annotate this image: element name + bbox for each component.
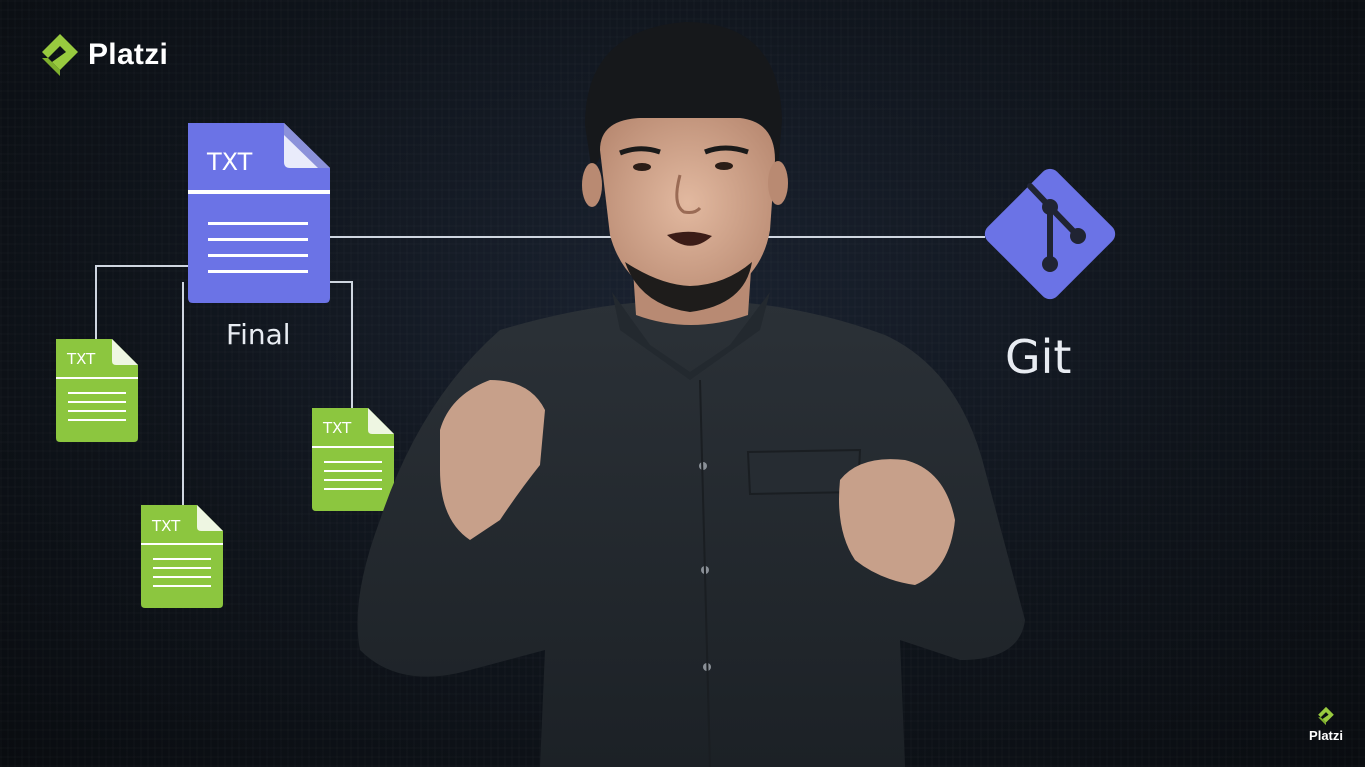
git-logo-icon [984,168,1116,300]
corner-logo-text: Platzi [1309,728,1343,743]
version-file-1-icon [56,339,138,442]
presenter-hair [585,22,782,172]
corner-watermark-logo: Platzi [1309,706,1343,743]
presenter-right-hand [839,459,955,585]
git-label: Git [1005,330,1072,384]
platzi-small-logo-icon [1318,706,1334,726]
main-file-tag: TXT [207,148,253,176]
version-file-3-tag: TXT [152,517,181,535]
platzi-logo-icon [42,34,78,76]
line-main-to-version-1 [95,265,188,340]
platzi-logo: Platzi [40,32,168,78]
version-file-1-tag: TXT [67,350,96,368]
version-file-3-icon [141,505,223,608]
version-file-2-tag: TXT [323,419,352,437]
platzi-logo-text: Platzi [88,38,169,71]
version-file-2-icon [312,408,394,511]
line-main-to-version-2 [330,281,353,408]
main-file-label: Final [226,318,291,351]
main-file-icon [188,123,330,303]
presenter-left-hand [440,380,545,540]
